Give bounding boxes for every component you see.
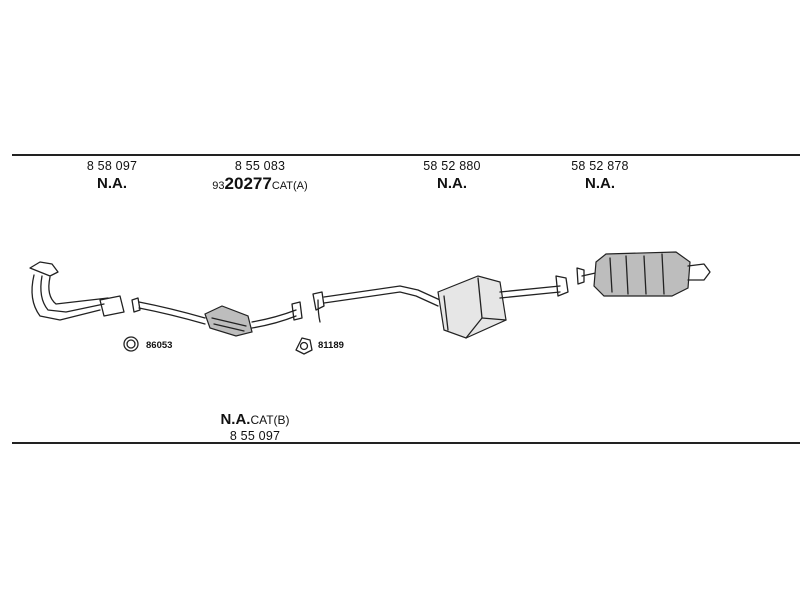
status-text: N.A. xyxy=(97,174,127,192)
part-number: 58 52 878 xyxy=(571,159,629,173)
label-front-pipe: 8 58 097 N.A. xyxy=(72,160,152,191)
status-text: N.A. xyxy=(220,411,251,428)
top-rule xyxy=(12,154,800,156)
middle-silencer xyxy=(312,275,569,339)
bottom-rule xyxy=(12,442,800,444)
label-rear-silencer: 58 52 878 N.A. xyxy=(560,160,640,191)
code-suffix: CAT(A) xyxy=(271,179,308,192)
gasket-86053-label: 86053 xyxy=(146,340,173,351)
label-catalyst-b: N.A.CAT(B) 8 55 097 xyxy=(200,412,310,443)
part-number: 8 55 083 xyxy=(234,159,286,173)
gasket-81189-label: 81189 xyxy=(318,340,344,351)
gasket-81189-icon xyxy=(295,337,313,355)
rear-silencer xyxy=(576,251,711,297)
part-number: 8 55 097 xyxy=(229,429,281,443)
label-catalyst-a: 8 55 083 9320277CAT(A) xyxy=(195,160,325,193)
status-text: N.A. xyxy=(437,174,467,192)
label-middle-silencer: 58 52 880 N.A. xyxy=(412,160,492,191)
status-text: N.A. xyxy=(585,174,615,192)
part-number: 58 52 880 xyxy=(423,159,481,173)
front-pipe xyxy=(29,261,125,321)
catalyst-b-line: N.A.CAT(B) xyxy=(200,412,310,428)
part-number: 8 58 097 xyxy=(86,159,138,173)
catalyst-pipe xyxy=(131,297,303,337)
catalyst-code: 9320277CAT(A) xyxy=(195,175,325,193)
code-suffix: CAT(B) xyxy=(250,413,290,427)
code-main: 20277 xyxy=(224,173,272,193)
gasket-86053-icon xyxy=(123,336,139,352)
code-prefix: 93 xyxy=(212,179,225,192)
